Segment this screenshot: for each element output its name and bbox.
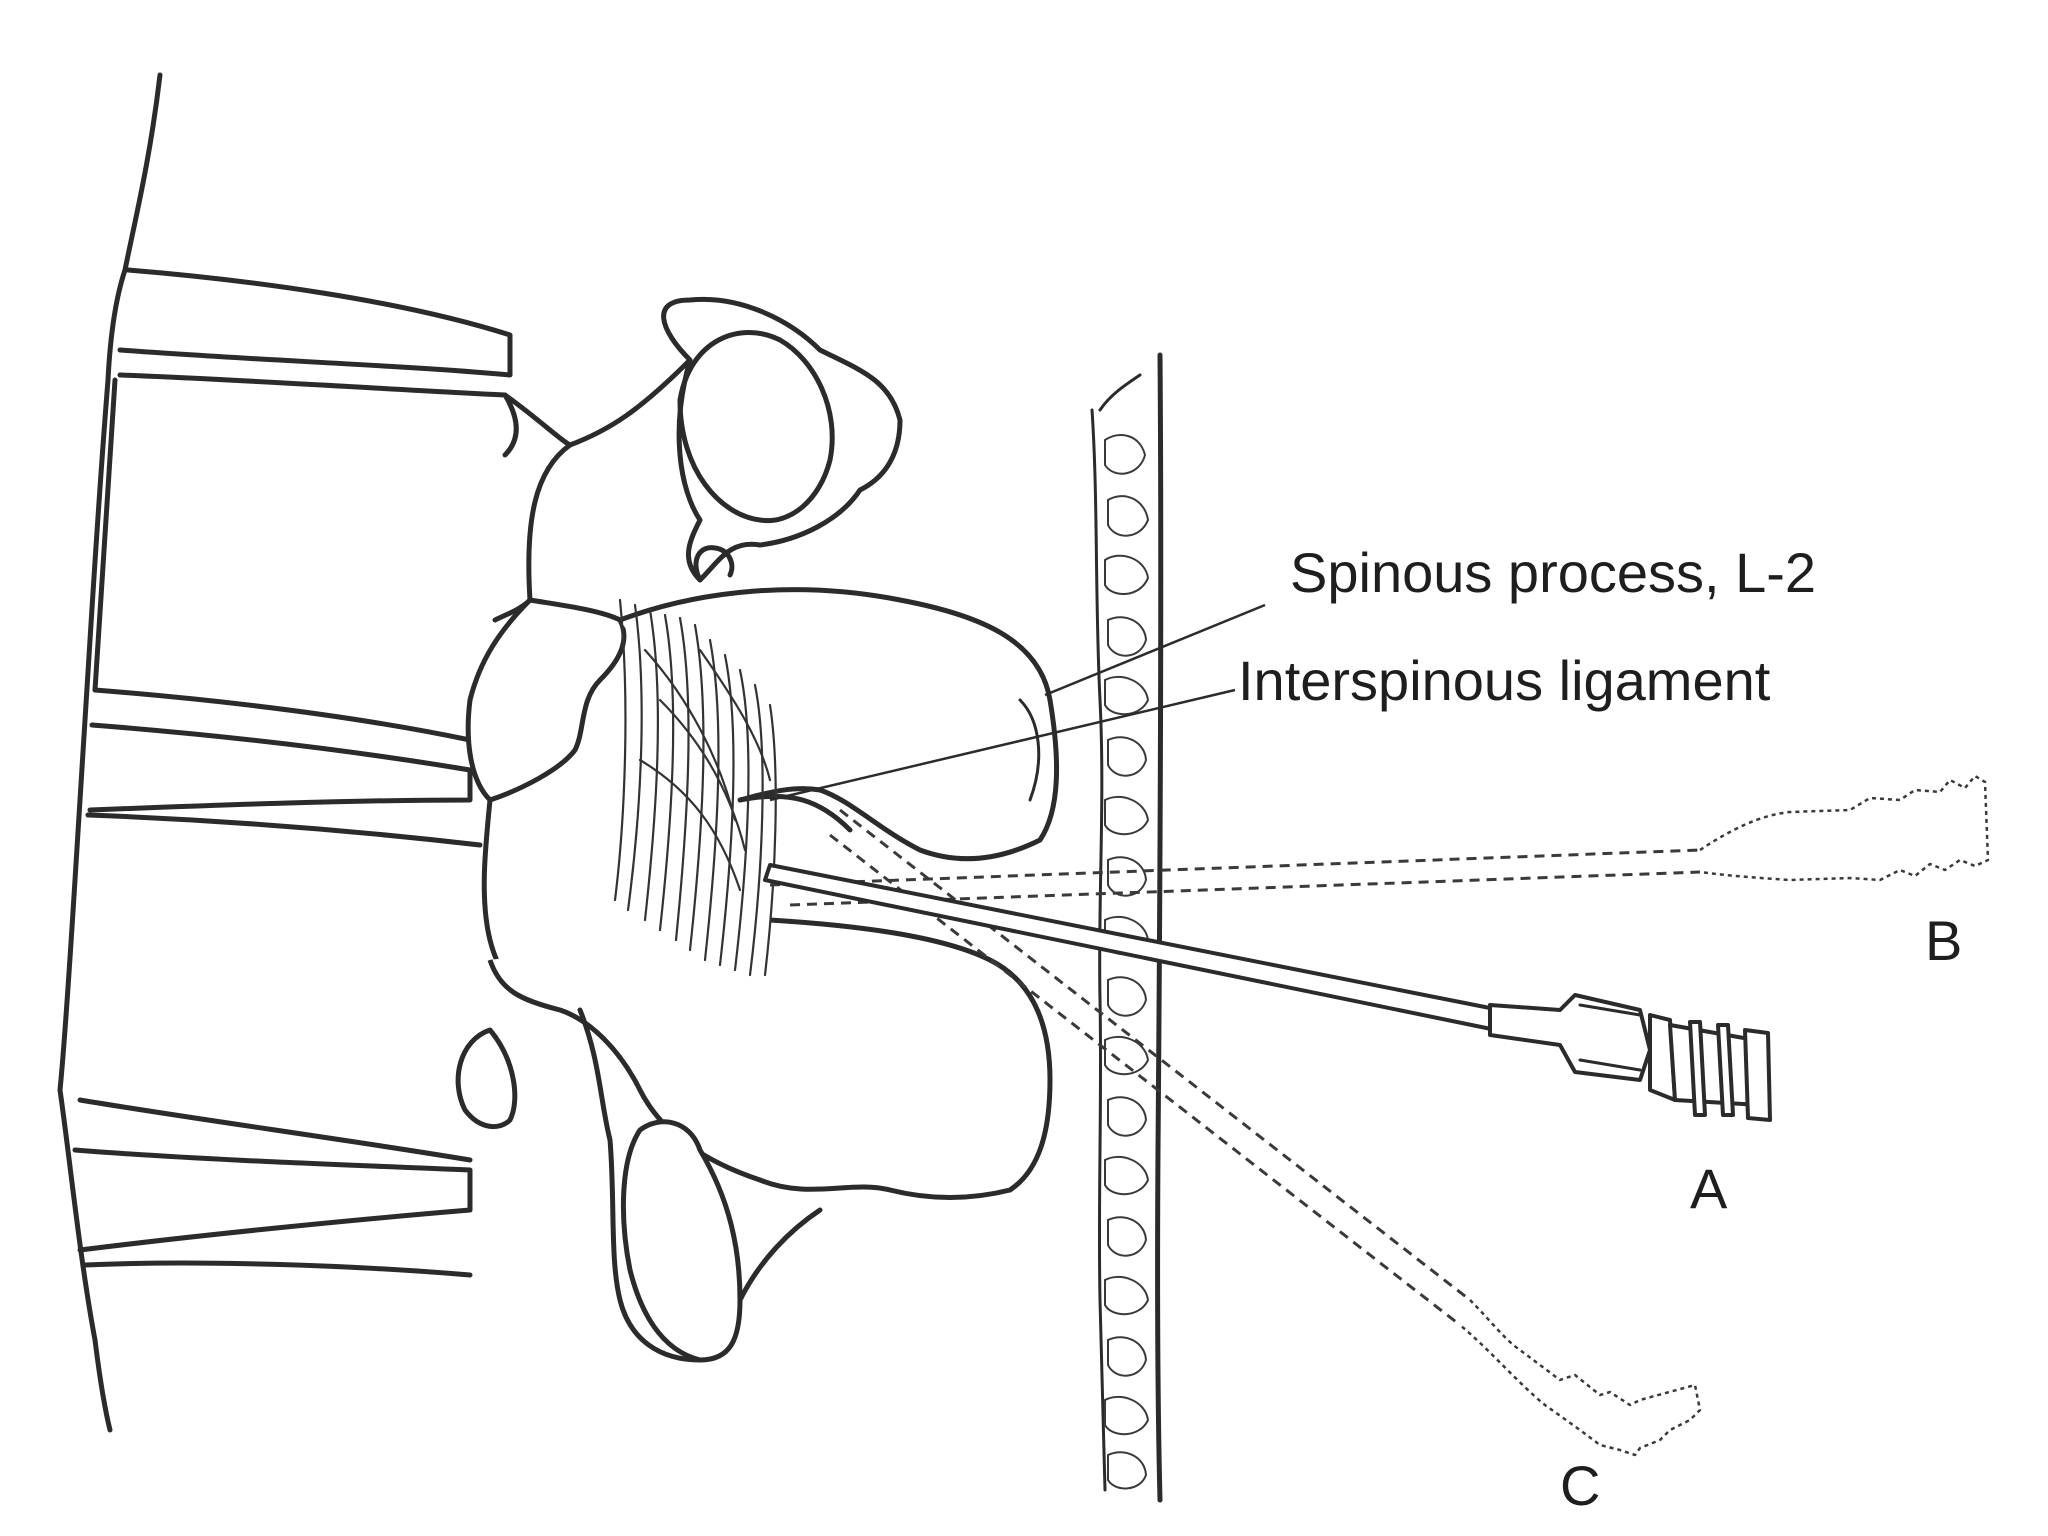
needle-a — [763, 863, 1772, 1122]
skin-layer — [1090, 352, 1164, 1503]
label-needle-b: B — [1925, 909, 1962, 972]
interspinous-ligament-leader — [769, 688, 1236, 802]
label-needle-a: A — [1690, 1157, 1728, 1220]
label-needle-c: C — [1560, 1454, 1600, 1517]
label-interspinous-ligament: Interspinous ligament — [1238, 649, 1771, 712]
needle-c-outline — [829, 808, 1702, 1457]
spinous-process-leader — [1044, 603, 1266, 697]
vertebral-column — [57, 72, 519, 1433]
label-spinous-process: Spinous process, L-2 — [1290, 541, 1816, 604]
interspinous-ligament-fibers — [613, 598, 777, 977]
posterior-elements — [455, 296, 1060, 1363]
needle-b-outline — [769, 774, 1990, 907]
